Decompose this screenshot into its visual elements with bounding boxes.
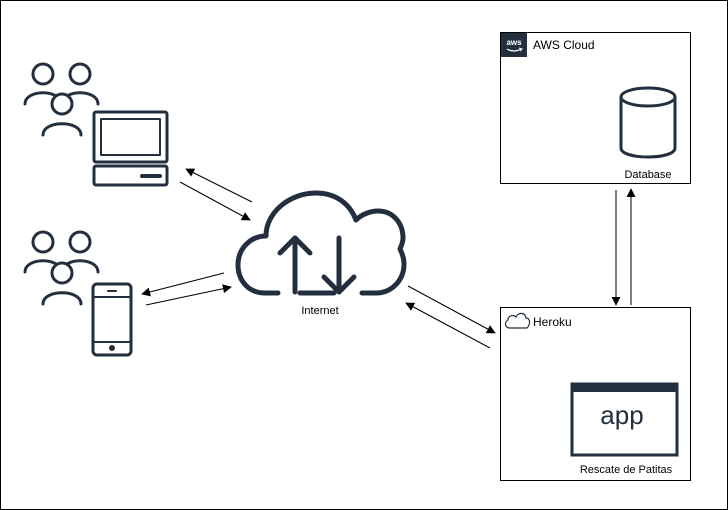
mobile-phone-icon: [91, 282, 133, 357]
heroku-label: Heroku: [533, 315, 572, 329]
database-node: Database: [619, 86, 677, 181]
connectors: [141, 168, 636, 349]
edge-desktop-to-internet: [185, 168, 253, 203]
app-node: app Rescate de Patitas: [570, 382, 679, 476]
edge-heroku-to-internet: [405, 302, 491, 349]
users-group-icon: [23, 230, 100, 306]
edge-mobile-to-internet: [145, 284, 232, 306]
database-cylinder-icon: [619, 86, 677, 159]
app-icon-text: app: [600, 400, 643, 430]
aws-cloud-group: aws AWS Cloud Database: [500, 32, 691, 184]
database-label: Database: [624, 169, 671, 181]
internet-node: Internet: [235, 190, 407, 317]
desktop-users-group: [23, 62, 169, 187]
heroku-group: Heroku app Rescate de Patitas: [500, 307, 691, 481]
aws-cloud-boundary: [500, 32, 691, 184]
aws-badge-text: aws: [506, 38, 522, 47]
heroku-cloud-icon: [504, 312, 531, 329]
edge-mobile-from-internet: [141, 272, 225, 297]
edge-internet-to-desktop: [179, 181, 251, 221]
application-window-icon: app: [570, 382, 679, 457]
desktop-computer-icon: [92, 110, 169, 187]
app-label: Rescate de Patitas: [580, 464, 673, 476]
aws-cloud-label: AWS Cloud: [533, 38, 595, 52]
cloud-upload-download-icon: [235, 190, 407, 296]
aws-logo-icon: aws: [501, 33, 527, 57]
internet-label: Internet: [301, 305, 338, 317]
mobile-users-group: [23, 230, 133, 357]
edge-internet-to-heroku: [407, 285, 496, 334]
users-group-icon: [23, 62, 100, 137]
